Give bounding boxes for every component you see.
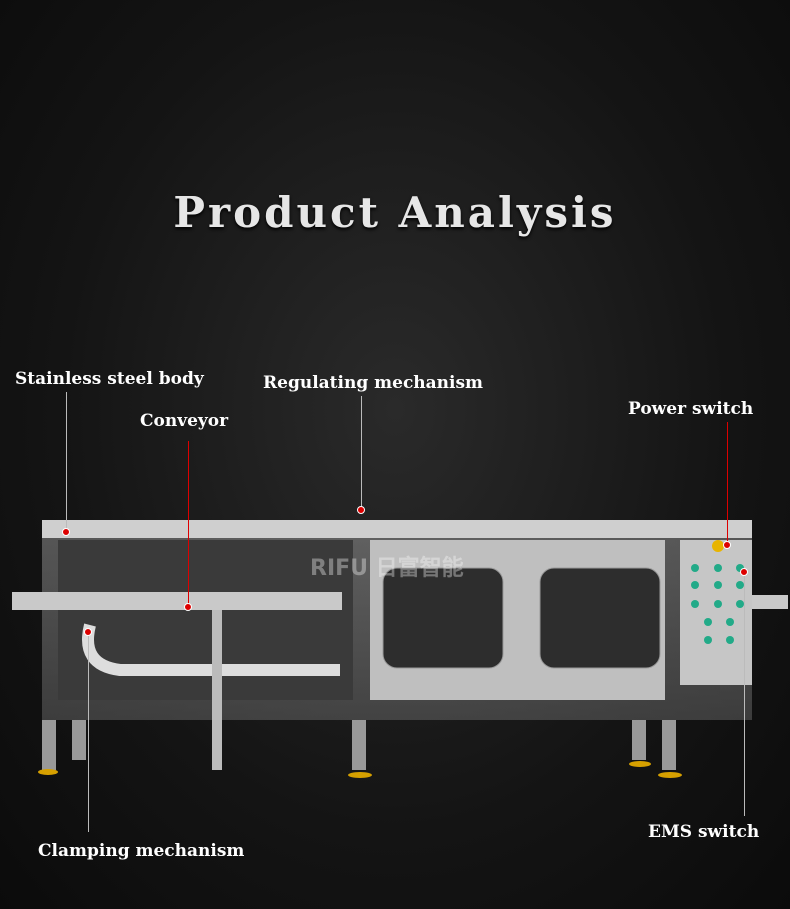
marker-dot xyxy=(184,603,192,611)
window xyxy=(539,567,661,669)
control-box xyxy=(680,540,752,685)
power-switch xyxy=(712,540,724,552)
marker-dot xyxy=(84,628,92,636)
label-power-switch: Power switch xyxy=(628,399,754,419)
legs xyxy=(42,720,676,770)
label-clamping-mechanism: Clamping mechanism xyxy=(38,841,245,861)
top-rail xyxy=(42,520,752,538)
window xyxy=(382,567,504,669)
watermark-logo: RIFU 日富智能 xyxy=(310,555,464,581)
marker-dot xyxy=(740,568,748,576)
control-buttons xyxy=(691,564,744,644)
label-ems-switch: EMS switch xyxy=(648,822,760,842)
conveyor-belt xyxy=(12,592,342,610)
marker-dot xyxy=(357,506,365,514)
page-title: Product Analysis xyxy=(173,188,617,237)
label-stainless-steel-body: Stainless steel body xyxy=(15,369,204,389)
marker-dot xyxy=(62,528,70,536)
label-regulating-mechanism: Regulating mechanism xyxy=(263,373,484,393)
label-conveyor: Conveyor xyxy=(140,411,229,431)
marker-dot xyxy=(723,541,731,549)
